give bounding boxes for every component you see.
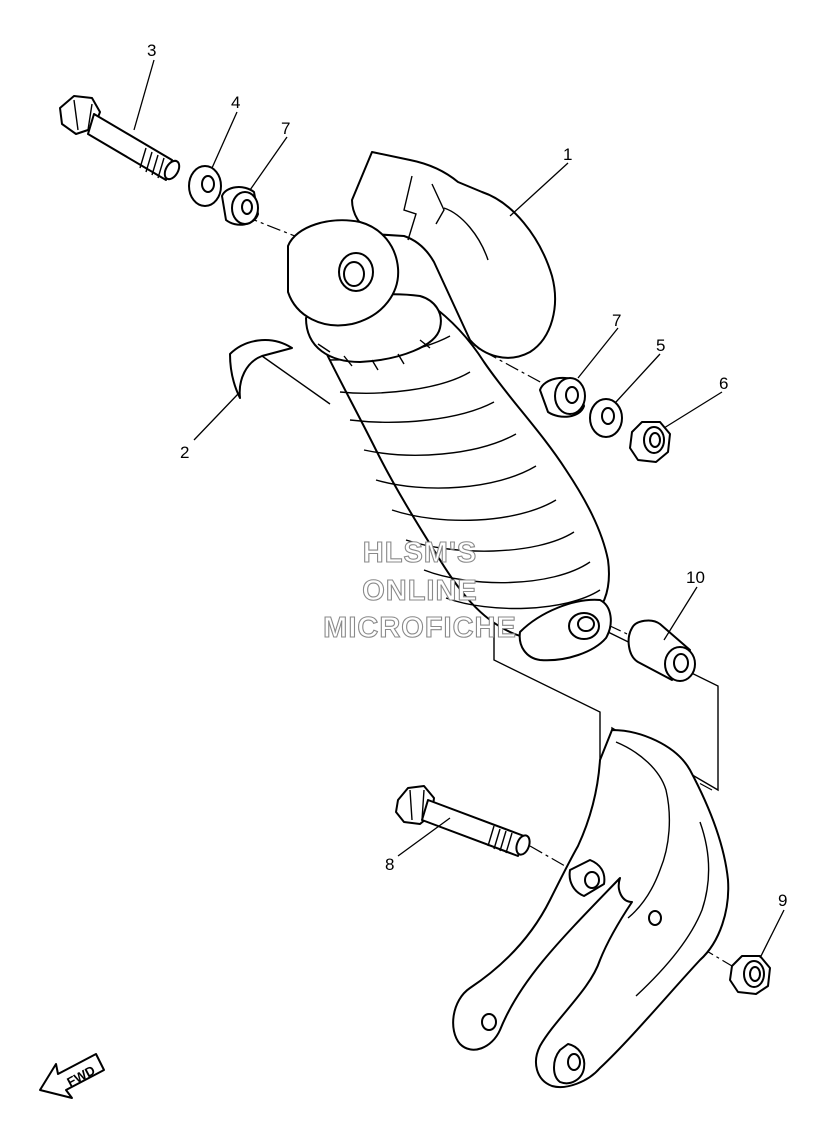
- spacer-10: [627, 619, 696, 682]
- callout-7-upper: 7: [281, 119, 290, 138]
- callout-3: 3: [147, 41, 156, 60]
- watermark-line-2: ONLINE: [362, 575, 478, 607]
- watermark: HLSM'S ONLINE MICROFICHE: [323, 536, 517, 644]
- callout-7-lower: 7: [612, 311, 621, 330]
- callout-8: 8: [385, 855, 394, 874]
- callout-5: 5: [656, 336, 665, 355]
- callout-1: 1: [563, 145, 572, 164]
- bolt-upper: [59, 95, 181, 181]
- callout-2: 2: [180, 443, 189, 462]
- watermark-line-1: HLSM'S: [363, 537, 477, 569]
- shock-absorber: [287, 151, 612, 662]
- callout-4: 4: [231, 93, 240, 112]
- callout-numbers: 3 4 7 1 2 7 5 6 10 8 9: [147, 41, 787, 910]
- washer-5: [589, 398, 623, 438]
- fwd-arrow-icon: FWD: [39, 1053, 105, 1099]
- callout-9: 9: [778, 891, 787, 910]
- watermark-line-3: MICROFICHE: [323, 612, 517, 644]
- relay-arm: [452, 729, 730, 1088]
- fwd-label: FWD: [64, 1063, 97, 1090]
- decal-label: [229, 339, 331, 405]
- collar-7-upper: [221, 186, 259, 226]
- collar-7-lower: [539, 376, 586, 418]
- nut-9: [729, 955, 771, 995]
- callout-6: 6: [719, 374, 728, 393]
- bolt-lower: [395, 785, 531, 857]
- nut-6: [629, 421, 671, 463]
- callout-leaders: [133, 59, 785, 959]
- washer-4: [188, 165, 222, 207]
- callout-10: 10: [686, 568, 705, 587]
